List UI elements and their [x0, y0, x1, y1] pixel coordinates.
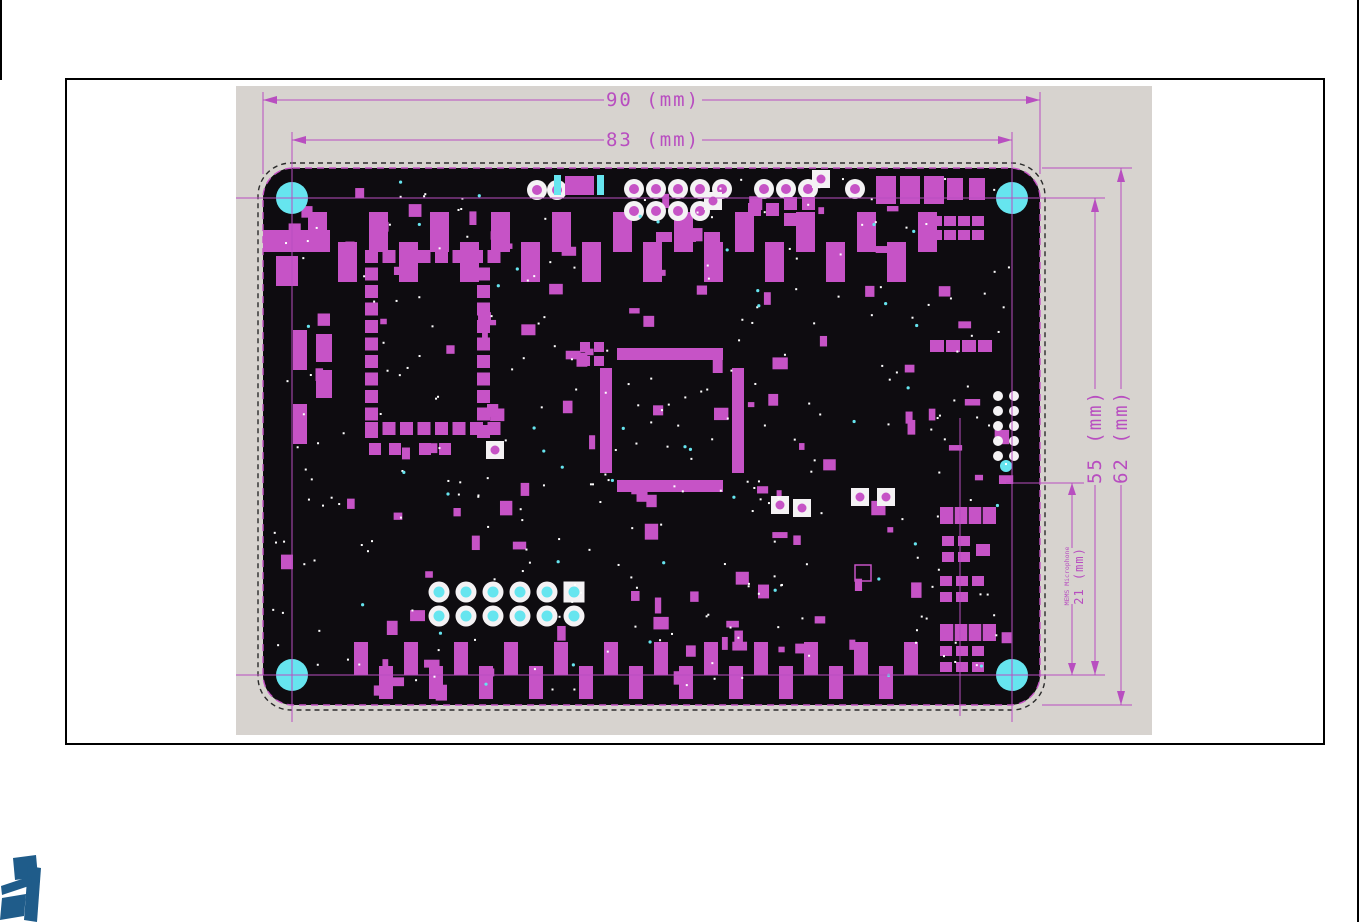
dim-55-label: 55 (mm) — [1084, 390, 1106, 484]
st-logo-shape — [1, 876, 32, 895]
dim-21-label: 21 (mm) — [1072, 547, 1086, 605]
page-edge-left — [0, 0, 2, 80]
figure-frame: 90 (mm) 83 (mm) 55 (mm) 62 (mm) 21 (mm) … — [65, 78, 1325, 745]
pcb-layout-drawing: 90 (mm) 83 (mm) 55 (mm) 62 (mm) 21 (mm) … — [236, 86, 1152, 735]
st-logo-shape — [0, 894, 26, 920]
dimension-arrowheads — [263, 96, 1125, 705]
page-edge-right — [1357, 0, 1359, 922]
dimension-annotations: 90 (mm) 83 (mm) 55 (mm) 62 (mm) 21 (mm) … — [236, 89, 1132, 722]
pcb-copper-art — [263, 170, 1028, 701]
dim-62-label: 62 (mm) — [1110, 390, 1132, 484]
st-logo — [0, 855, 41, 922]
dim-83-label: 83 (mm) — [606, 129, 700, 151]
dim-90-label: 90 (mm) — [606, 89, 700, 111]
pcb-board — [262, 167, 1041, 706]
board-outer-dashed-outline — [257, 162, 1046, 711]
mems-microphone-label: MEMS Microphone — [1063, 547, 1071, 606]
pcb-drawing-canvas: 90 (mm) 83 (mm) 55 (mm) 62 (mm) 21 (mm) … — [236, 86, 1152, 735]
